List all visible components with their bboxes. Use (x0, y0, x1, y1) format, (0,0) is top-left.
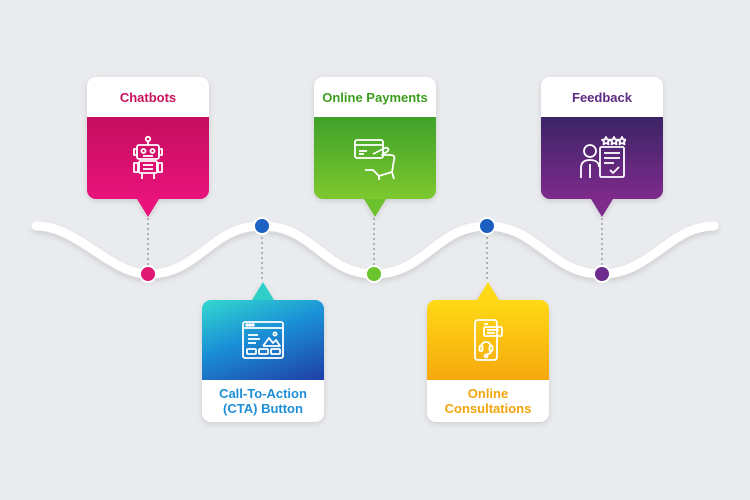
step-label: Feedback (541, 77, 663, 117)
step-label: Online Payments (314, 77, 436, 117)
step-label: Chatbots (87, 77, 209, 117)
card-payment-icon (354, 139, 396, 180)
milestone-dot-3 (365, 265, 383, 283)
rating-review-icon (580, 136, 626, 178)
milestone-dot-5 (593, 265, 611, 283)
milestone-dot-4 (478, 217, 496, 235)
step-card-online-payments: Online Payments (314, 77, 436, 217)
step-label: Call-To-Action (CTA) Button (202, 380, 324, 422)
step-card-chatbots: Chatbots (87, 77, 209, 217)
milestone-dot-1 (139, 265, 157, 283)
step-label: Online Consultations (427, 380, 549, 422)
phone-chat-icon (474, 319, 503, 361)
step-card-feedback: Feedback (541, 77, 663, 217)
browser-window-icon (242, 321, 284, 359)
step-card-cta-button: Call-To-Action (CTA) Button (202, 282, 324, 422)
milestone-dot-2 (253, 217, 271, 235)
step-card-online-consultations: Online Consultations (427, 282, 549, 422)
robot-icon (133, 135, 163, 179)
